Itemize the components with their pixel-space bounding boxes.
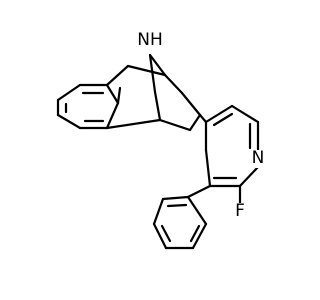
molecule-canvas: NH N F — [56, 30, 266, 250]
bond — [230, 104, 260, 124]
atom-label-nh: NH — [137, 30, 163, 50]
bond — [105, 101, 120, 130]
bond — [186, 184, 212, 199]
fluorine-label: F — [235, 201, 245, 221]
bond — [161, 195, 190, 201]
bond — [126, 64, 167, 77]
bond — [238, 165, 260, 188]
bond — [148, 53, 157, 94]
nh-label: NH — [137, 30, 163, 50]
bond — [116, 86, 122, 105]
bond — [204, 148, 212, 188]
bond — [56, 83, 82, 102]
atom-label-n: N — [250, 148, 266, 168]
bond — [56, 113, 82, 130]
bond — [152, 222, 168, 250]
pyridine-ring — [204, 104, 260, 188]
bond — [191, 222, 208, 250]
bond — [152, 197, 165, 226]
benzo-ring — [56, 83, 120, 130]
bond — [160, 224, 172, 243]
bond — [186, 195, 208, 226]
bond — [105, 64, 130, 87]
bond — [204, 104, 234, 124]
bond — [163, 73, 184, 95]
bond — [212, 112, 234, 127]
bond — [148, 53, 167, 77]
bond — [105, 83, 120, 105]
bond — [198, 113, 208, 124]
atom-label-f: F — [233, 201, 247, 221]
bond — [180, 91, 202, 117]
structure-diagram: NH N F — [56, 30, 266, 250]
bond — [105, 118, 162, 130]
bond — [189, 224, 201, 243]
bond — [158, 118, 192, 132]
bicyclic-bridge — [105, 53, 202, 132]
bond — [153, 90, 162, 122]
bond — [166, 203, 188, 208]
bond — [188, 113, 202, 132]
pyridine-n-label: N — [252, 148, 265, 168]
phenyl-ring — [152, 195, 208, 250]
